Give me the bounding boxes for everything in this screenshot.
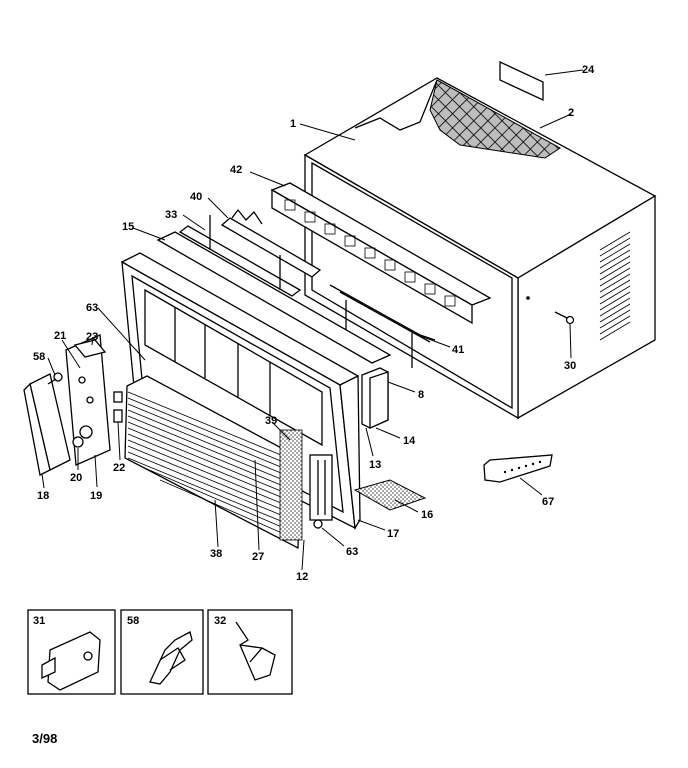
part-labels: 1 2 24 42 40 33 15 63 21 23 58 41 30 8 1…	[33, 64, 595, 583]
inset-label-32: 32	[214, 615, 226, 627]
part-label-63-bottom: 63	[346, 546, 358, 558]
part-label-33: 33	[165, 209, 177, 221]
part-label-1: 1	[290, 118, 296, 130]
part-label-18: 18	[37, 490, 49, 502]
inset-box-31: 31	[27, 609, 116, 695]
part-label-20: 20	[70, 472, 82, 484]
front-cover-part	[23, 373, 71, 476]
inset-box-32: 32	[207, 609, 293, 695]
part-label-24: 24	[582, 64, 595, 76]
screw-part	[554, 311, 575, 325]
cabinet-part	[303, 77, 657, 420]
part-label-40: 40	[190, 191, 202, 203]
mounting-bracket-part	[483, 454, 553, 483]
part-label-13: 13	[369, 459, 381, 471]
part-label-16: 16	[421, 509, 433, 521]
clip-part-22	[113, 409, 123, 423]
part-label-38: 38	[210, 548, 222, 560]
inset-label-58: 58	[127, 615, 139, 627]
part-label-67: 67	[542, 496, 554, 508]
side-box-parts	[361, 367, 389, 430]
part-label-42: 42	[230, 164, 242, 176]
top-bar-parts	[178, 208, 413, 368]
part-label-15: 15	[122, 221, 134, 233]
part-label-30: 30	[564, 360, 576, 372]
part-label-27: 27	[252, 551, 264, 563]
bracket-part-23	[73, 339, 107, 358]
part-label-12: 12	[296, 571, 308, 583]
part-label-58: 58	[33, 351, 45, 363]
clip-part-58	[47, 372, 63, 385]
part-label-23: 23	[86, 331, 98, 343]
inset-label-31: 31	[33, 615, 45, 627]
part-label-63-top: 63	[86, 302, 98, 314]
part-label-39: 39	[265, 415, 277, 427]
filter-pad-part	[353, 479, 427, 511]
part-label-17: 17	[387, 528, 399, 540]
part-label-2: 2	[568, 107, 574, 119]
leader-lines	[41, 69, 584, 571]
rail-bracket-parts	[270, 182, 492, 343]
clip-part-22b	[113, 391, 123, 403]
inset-box-58: 58	[120, 609, 204, 695]
control-panel-part	[65, 334, 111, 466]
date-code: 3/98	[32, 731, 58, 746]
part-label-22: 22	[113, 462, 125, 474]
part-label-19: 19	[90, 490, 102, 502]
front-grille-part	[124, 375, 303, 550]
label-plate-part	[499, 60, 544, 102]
part-label-8: 8	[418, 389, 424, 401]
part-label-41: 41	[452, 344, 464, 356]
part-label-21: 21	[54, 330, 66, 342]
lower-control-parts	[309, 454, 333, 529]
part-label-14: 14	[403, 435, 416, 447]
